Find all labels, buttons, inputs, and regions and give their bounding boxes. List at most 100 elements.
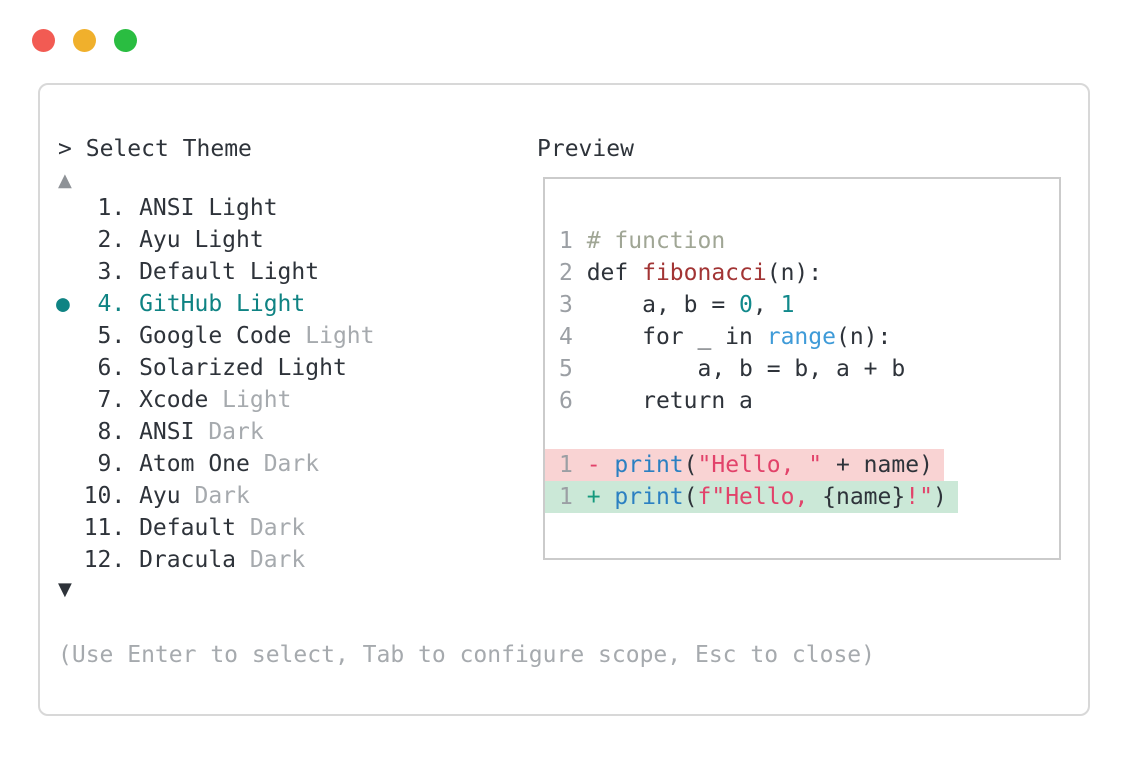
theme-item-number: 9 [97, 451, 112, 477]
theme-item-6[interactable]: 6. Solarized Light [56, 352, 375, 384]
code-segment-string: !" [905, 484, 933, 510]
theme-item-label: Google Code [139, 323, 306, 349]
theme-item-label: Xcode [139, 387, 223, 413]
selected-bullet-icon: ● [56, 291, 70, 317]
code-segment-comment: # function [586, 228, 726, 254]
code-segment-code: , [752, 292, 781, 318]
theme-item-number: 11 [83, 515, 112, 541]
theme-item-label: Ayu [139, 483, 195, 509]
line-number: 1 [559, 484, 573, 510]
theme-item-1[interactable]: 1. ANSI Light [56, 192, 375, 224]
scroll-down-icon[interactable]: ▼ [58, 579, 72, 600]
theme-item-11[interactable]: 11. Default Dark [56, 512, 375, 544]
code-segment-code: return a [586, 388, 753, 414]
theme-item-number: 12 [83, 547, 112, 573]
bullet-spacer [56, 416, 84, 448]
bullet-spacer [56, 256, 84, 288]
theme-item-number: 8 [97, 419, 112, 445]
code-segment-code: a, b = [586, 292, 740, 318]
prompt-chevron-icon: > [58, 136, 72, 162]
theme-item-3[interactable]: 3. Default Light [56, 256, 375, 288]
picker-title: Select Theme [85, 136, 252, 162]
theme-item-label: Solarized Light [139, 355, 347, 381]
theme-picker-window: > Select Theme Preview ▲ 1. ANSI Light 2… [38, 83, 1090, 716]
minimize-button[interactable] [73, 29, 96, 52]
code-segment-code: def [586, 260, 643, 286]
code-line: 6 return a [545, 385, 1059, 417]
code-segment-code: {name} [822, 484, 906, 510]
code-segment-number: 1 [780, 292, 795, 318]
line-number: 1 [559, 452, 573, 478]
theme-item-label: Dracula [139, 547, 250, 573]
code-segment-number: 0 [739, 292, 753, 318]
theme-item-label: Atom One [139, 451, 264, 477]
code-line: 3 a, b = 0, 1 [545, 289, 1059, 321]
code-line: 1 # function [545, 225, 1059, 257]
code-segment-string: "Hello, " [697, 452, 823, 478]
code-segment-removed: - [586, 452, 615, 478]
theme-item-number: 2 [97, 227, 112, 253]
theme-item-variant: Light [305, 323, 375, 349]
diff-highlight: 1 - print("Hello, " + name) [545, 449, 944, 481]
code-line: 4 for _ in range(n): [545, 321, 1059, 353]
code-segment-code: ( [683, 484, 698, 510]
code-line [545, 417, 1059, 449]
diff-highlight: 1 + print(f"Hello, {name}!") [545, 481, 958, 513]
code-segment-added: + [586, 484, 615, 510]
theme-item-variant: Dark [249, 547, 306, 573]
theme-item-variant: Light [222, 387, 292, 413]
code-segment-code: (n): [835, 324, 892, 350]
code-segment-code: ) [919, 452, 933, 478]
code-segment-string: f"Hello, [697, 484, 823, 510]
line-number: 3 [559, 292, 573, 318]
theme-item-2[interactable]: 2. Ayu Light [56, 224, 375, 256]
theme-item-number: 3 [97, 259, 112, 285]
bullet-spacer [56, 544, 84, 576]
theme-item-12[interactable]: 12. Dracula Dark [56, 544, 375, 576]
bullet-spacer [56, 192, 84, 224]
bullet-spacer [56, 512, 84, 544]
bullet-spacer [56, 384, 84, 416]
diff-line-removed: 1 - print("Hello, " + name) [545, 449, 1059, 481]
theme-item-4[interactable]: ●4. GitHub Light [56, 288, 375, 320]
theme-item-label: GitHub Light [139, 291, 306, 317]
help-text: (Use Enter to select, Tab to configure s… [58, 642, 875, 668]
theme-item-label: ANSI Light [139, 195, 278, 221]
code-segment-code: ( [683, 452, 698, 478]
close-button[interactable] [32, 29, 55, 52]
diff-line-added: 1 + print(f"Hello, {name}!") [545, 481, 1059, 513]
theme-item-5[interactable]: 5. Google Code Light [56, 320, 375, 352]
line-number: 2 [559, 260, 573, 286]
theme-item-variant: Dark [194, 483, 250, 509]
code-segment-code: for _ in [586, 324, 767, 350]
bullet-spacer [56, 352, 84, 384]
bullet-spacer [56, 224, 84, 256]
code-segment-code: a, b = b, a + b [586, 356, 906, 382]
code-segment-code: (n): [766, 260, 823, 286]
bullet-spacer [56, 480, 84, 512]
scroll-up-icon[interactable]: ▲ [58, 170, 72, 191]
theme-item-label: Default [139, 515, 250, 541]
theme-item-number: 10 [83, 483, 112, 509]
code-segment-code: + name [822, 452, 920, 478]
theme-item-label: Ayu Light [139, 227, 264, 253]
code-segment-code: ) [932, 484, 947, 510]
theme-item-7[interactable]: 7. Xcode Light [56, 384, 375, 416]
line-number: 6 [559, 388, 573, 414]
theme-item-variant: Dark [263, 451, 320, 477]
theme-item-8[interactable]: 8. ANSI Dark [56, 416, 375, 448]
bullet-spacer [56, 448, 84, 480]
code-segment-func: fibonacci [642, 260, 767, 286]
maximize-button[interactable] [114, 29, 137, 52]
theme-list: 1. ANSI Light 2. Ayu Light 3. Default Li… [56, 192, 375, 576]
theme-item-label: ANSI [139, 419, 209, 445]
select-theme-prompt: > Select Theme [58, 133, 252, 165]
line-number: 4 [559, 324, 573, 350]
line-number: 1 [559, 228, 573, 254]
code-segment-print: print [614, 484, 684, 510]
theme-item-9[interactable]: 9. Atom One Dark [56, 448, 375, 480]
theme-item-10[interactable]: 10. Ayu Dark [56, 480, 375, 512]
line-number: 5 [559, 356, 573, 382]
